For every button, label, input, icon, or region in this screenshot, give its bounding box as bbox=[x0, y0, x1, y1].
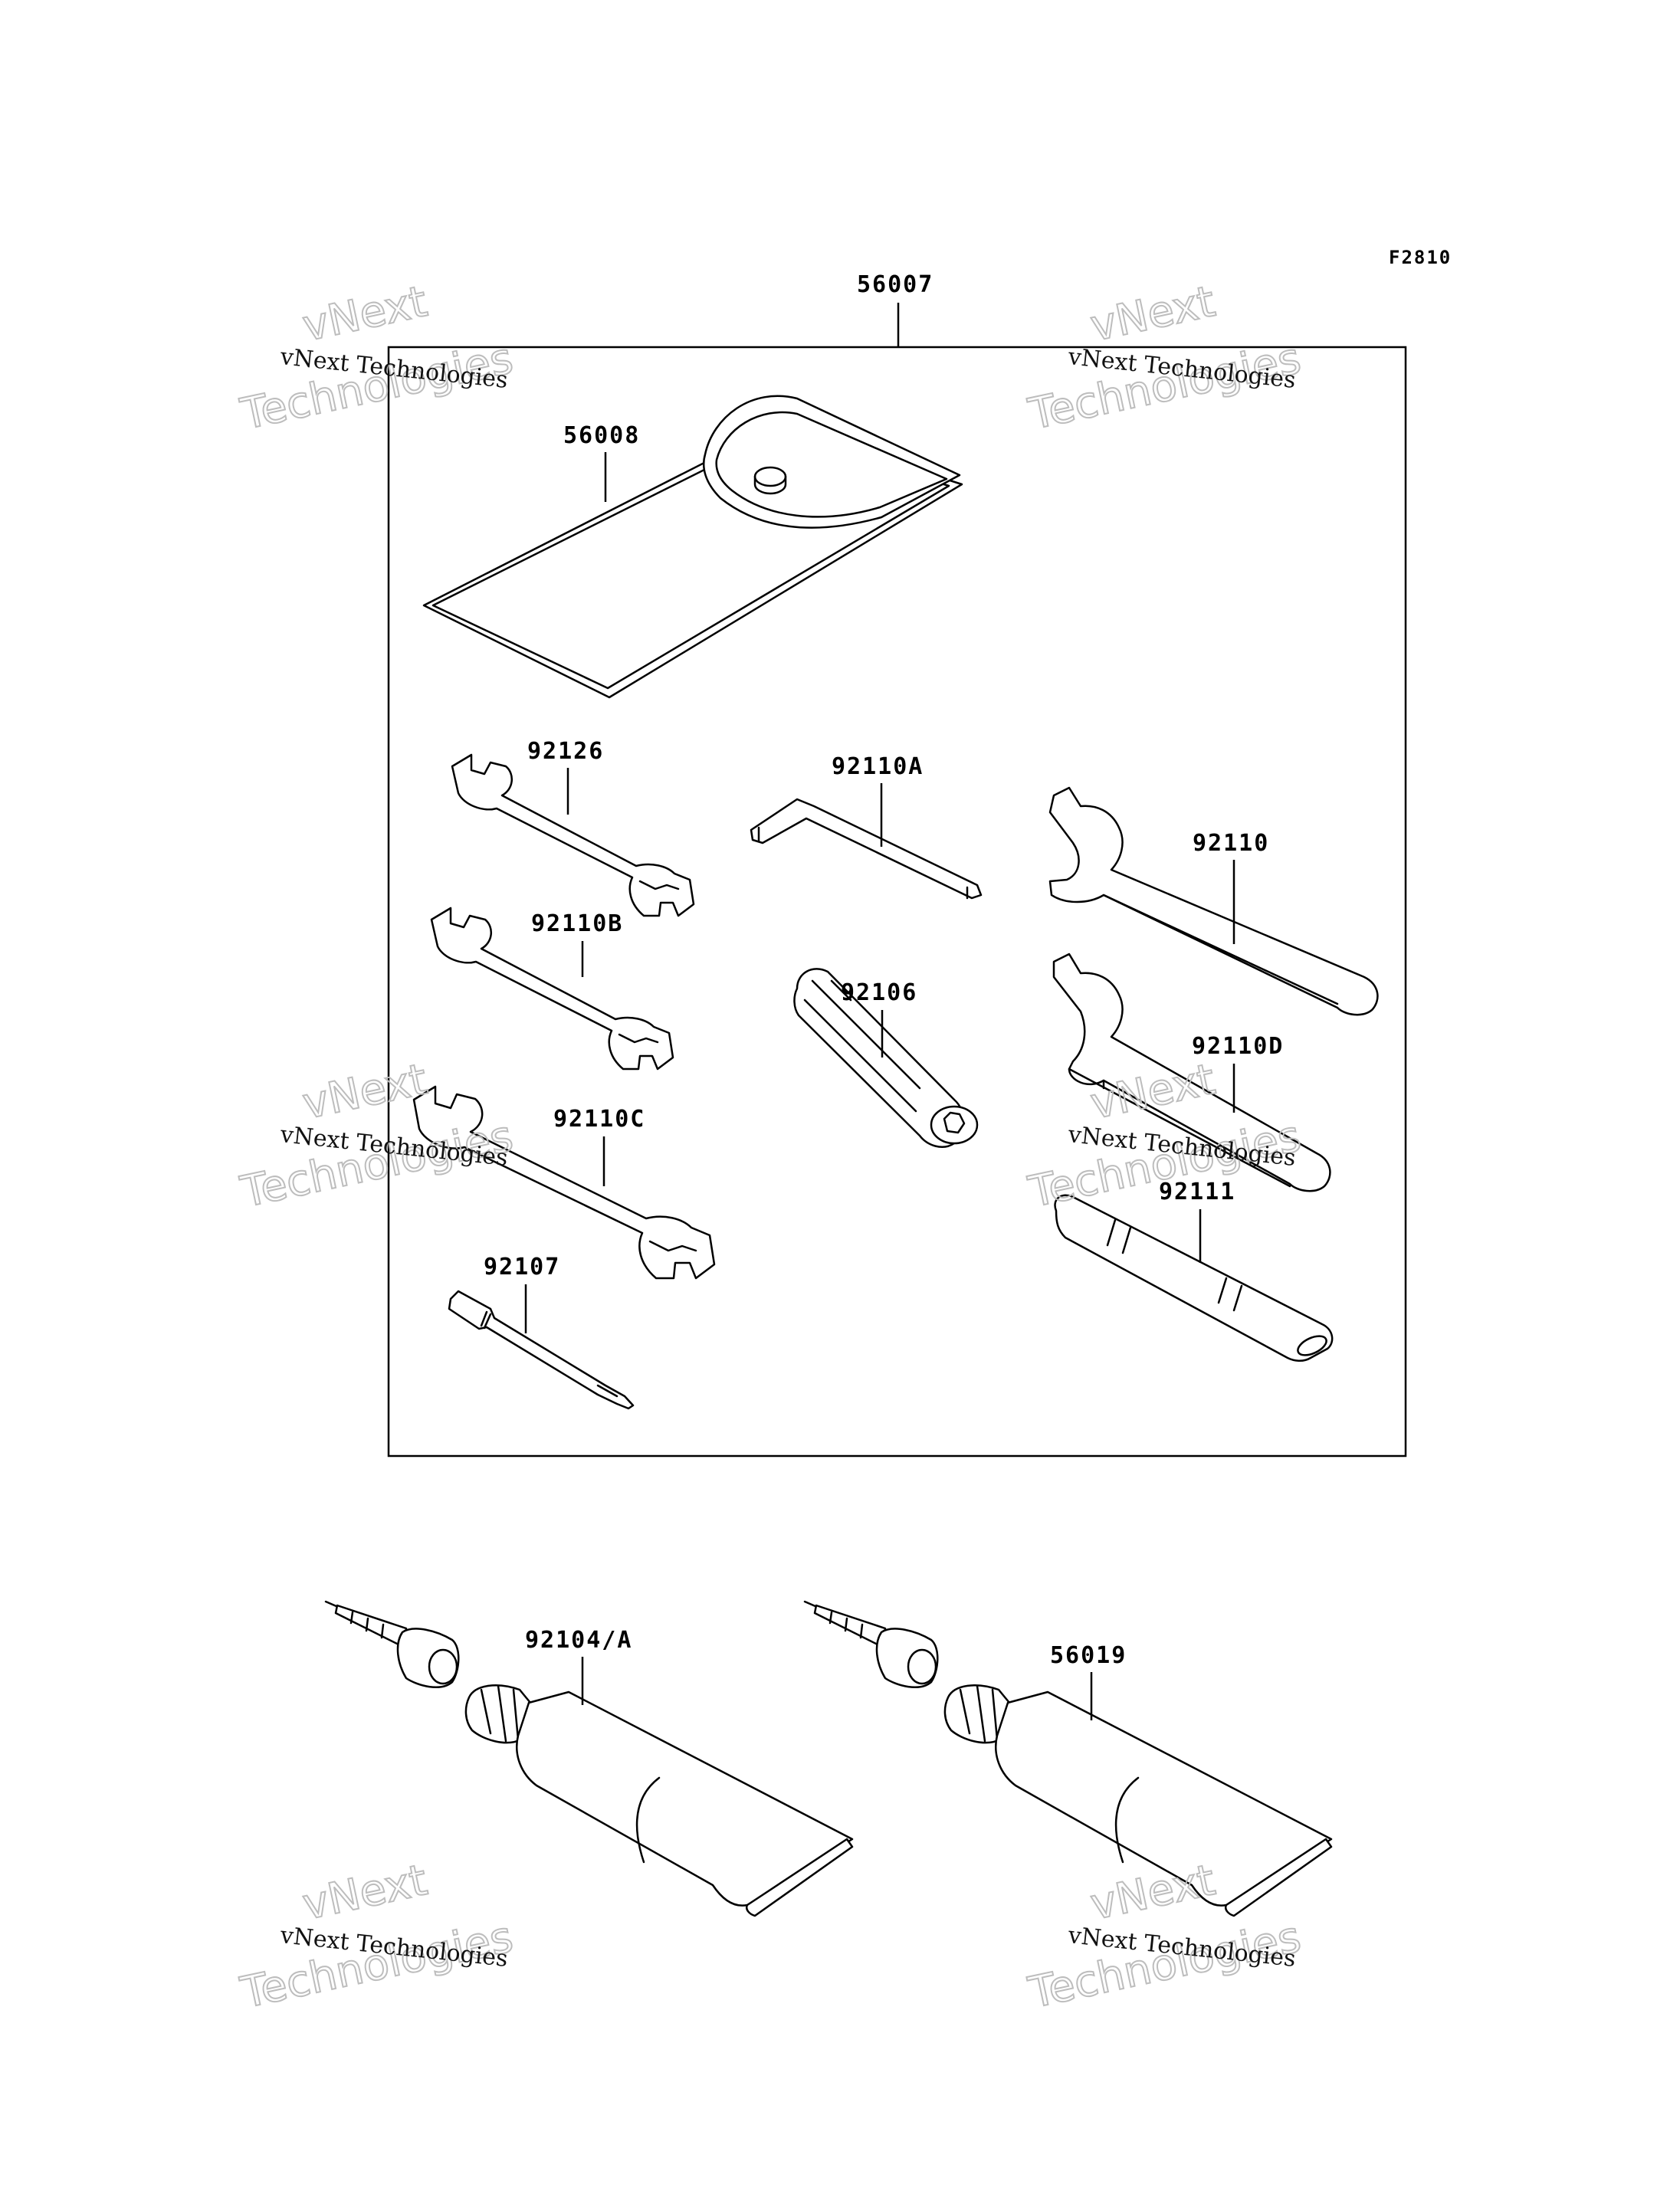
screwdriver-bit-92107-illustration bbox=[448, 1290, 635, 1410]
label-56008: 56008 bbox=[563, 422, 640, 449]
watermark-big-line1: vNext bbox=[1086, 277, 1219, 352]
watermark-top-right: vNext Technologies vNext Technologies bbox=[1023, 276, 1305, 441]
watermark-middle-right: vNext Technologies vNext Technologies bbox=[1023, 1054, 1305, 1218]
tube-56019-illustration bbox=[803, 1600, 1333, 1917]
label-92111: 92111 bbox=[1159, 1179, 1235, 1205]
open-end-wrench-92110c-illustration bbox=[412, 1085, 716, 1280]
label-kit-56007: 56007 bbox=[857, 271, 934, 298]
watermark-big-line1: vNext bbox=[298, 1855, 431, 1930]
tool-bag-illustration bbox=[422, 395, 963, 699]
watermark-big-line1: vNext bbox=[1086, 1855, 1219, 1930]
label-92110b: 92110B bbox=[531, 910, 623, 937]
open-end-wrench-92110b-illustration bbox=[430, 907, 674, 1071]
label-92110a: 92110A bbox=[832, 753, 924, 780]
label-92104a: 92104/A bbox=[525, 1627, 632, 1654]
tube-92104a-illustration bbox=[324, 1600, 854, 1917]
watermark-big-line1: vNext bbox=[298, 1054, 431, 1130]
c-spanner-92110-illustration bbox=[1048, 786, 1379, 1016]
watermark-middle-left: vNext Technologies vNext Technologies bbox=[235, 1054, 517, 1218]
open-end-wrench-92126-illustration bbox=[451, 753, 695, 917]
label-92110c: 92110C bbox=[553, 1106, 645, 1133]
label-92126: 92126 bbox=[527, 738, 604, 765]
socket-92106-illustration bbox=[793, 968, 979, 1148]
label-92110d: 92110D bbox=[1192, 1033, 1284, 1060]
figure-code: F2810 bbox=[1389, 247, 1452, 268]
kit-frame bbox=[387, 346, 1407, 1458]
label-56019: 56019 bbox=[1050, 1642, 1127, 1669]
label-92107: 92107 bbox=[484, 1254, 560, 1280]
watermark-top-left: vNext Technologies vNext Technologies bbox=[235, 276, 517, 441]
label-92110: 92110 bbox=[1193, 830, 1269, 857]
c-spanner-92110d-illustration bbox=[1052, 953, 1331, 1192]
watermark-bottom-left: vNext Technologies vNext Technologies bbox=[235, 1854, 517, 2019]
hex-key-92110a-illustration bbox=[750, 798, 983, 900]
label-92106: 92106 bbox=[841, 979, 917, 1006]
handle-92111-illustration bbox=[1054, 1194, 1334, 1362]
watermark-big-line1: vNext bbox=[298, 277, 431, 352]
